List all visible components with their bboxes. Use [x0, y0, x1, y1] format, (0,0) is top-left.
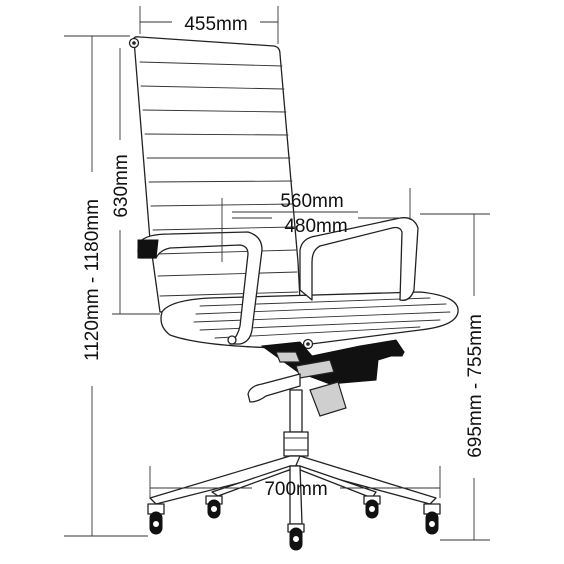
backrest [128, 36, 301, 313]
castor-center [287, 523, 305, 551]
dimension-lines [64, 6, 490, 541]
gas-lift [283, 389, 309, 457]
label-backrest-width: 455mm [184, 14, 247, 35]
label-backrest-height: 630mm [111, 154, 132, 217]
castors [147, 495, 441, 551]
chair-illustration [128, 36, 459, 551]
armrest-left [137, 231, 263, 345]
castor-rear-left [205, 495, 223, 519]
backrest-ribs [139, 61, 299, 297]
castor-front-right [423, 503, 441, 535]
armrest-right [299, 217, 419, 350]
five-star-base [149, 455, 437, 525]
label-overall-width: 560mm [280, 191, 343, 212]
label-seat-height: 695mm - 755mm [465, 314, 486, 458]
seat [160, 291, 459, 349]
label-overall-height: 1120mm - 1180mm [82, 199, 103, 361]
dimension-labels: 455mm 560mm 480mm 630mm 1120mm - 1180mm … [82, 14, 486, 500]
castor-rear-right [363, 495, 381, 519]
label-base-diameter: 700mm [264, 479, 327, 500]
tilt-mechanism [247, 339, 405, 417]
label-seat-width: 480mm [284, 216, 347, 237]
castor-front-left [147, 503, 165, 535]
